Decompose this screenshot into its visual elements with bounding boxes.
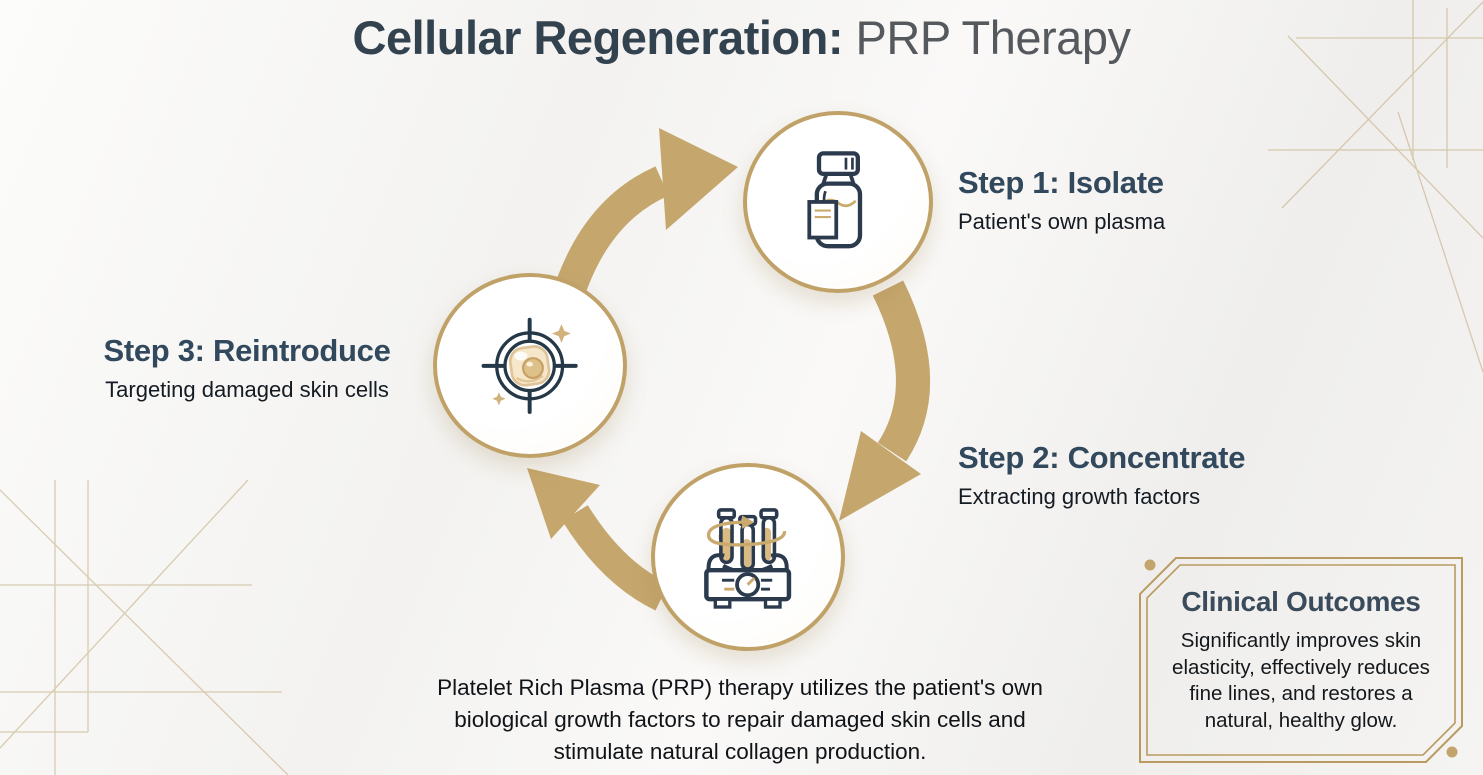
corner-lines-bottom-left [0, 479, 289, 775]
cycle-arrows [527, 128, 930, 611]
step2-text: Step 2: Concentrate Extracting growth fa… [958, 440, 1245, 510]
outcomes-content: Clinical Outcomes Significantly improves… [1162, 586, 1440, 735]
outcomes-dot-bottom-right [1446, 746, 1458, 758]
step1-heading: Step 1: Isolate [958, 165, 1164, 200]
step3-text: Step 3: Reintroduce Targeting damaged sk… [80, 333, 414, 403]
clinical-outcomes-box: Clinical Outcomes Significantly improves… [1138, 556, 1464, 766]
step1-text: Step 1: Isolate Patient's own plasma [958, 165, 1165, 235]
page-title: Cellular Regeneration: PRP Therapy [0, 10, 1483, 65]
arrow-step2-to-step3 [527, 468, 669, 611]
vial-icon [806, 151, 862, 249]
corner-lines-top-right [1268, 0, 1483, 373]
cell-target-icon [481, 317, 579, 414]
step3-circle [433, 273, 627, 458]
outcomes-border-frame [1139, 557, 1463, 763]
outcomes-heading: Clinical Outcomes [1181, 586, 1421, 617]
page-title-bold: Cellular Regeneration: [352, 11, 844, 64]
step2-circle [651, 463, 845, 651]
step3-heading: Step 3: Reintroduce [103, 333, 391, 368]
arrow-step1-to-step2 [839, 280, 930, 521]
step2-subtitle: Extracting growth factors [958, 484, 1201, 509]
page-title-light: PRP Therapy [842, 11, 1131, 64]
step1-subtitle: Patient's own plasma [958, 209, 1166, 234]
step1-circle [743, 111, 933, 293]
step2-heading: Step 2: Concentrate [958, 440, 1246, 475]
description-text: Platelet Rich Plasma (PRP) therapy utili… [437, 675, 1043, 764]
centrifuge-icon [704, 508, 792, 609]
arrow-step3-to-step1 [549, 128, 738, 310]
outcomes-body: Significantly improves skin elasticity, … [1172, 629, 1430, 732]
outcomes-dot-top-left [1144, 559, 1156, 571]
step3-subtitle: Targeting damaged skin cells [105, 377, 389, 402]
